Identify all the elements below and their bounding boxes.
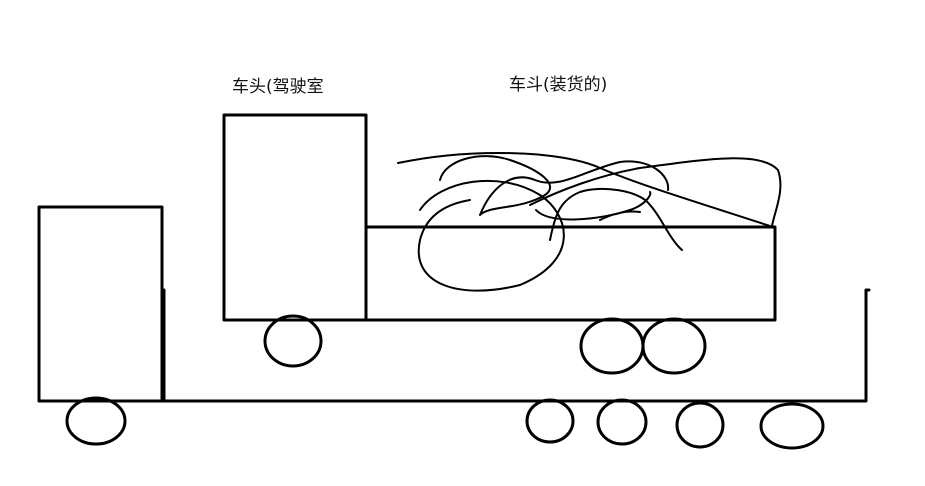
cargo-wheel-2 bbox=[643, 319, 705, 373]
truck-cab-box bbox=[224, 115, 366, 320]
trailer-wheel-4 bbox=[761, 404, 823, 448]
cab-wheel bbox=[265, 316, 321, 366]
tractor-wheel bbox=[67, 398, 125, 444]
flatbed-trailer bbox=[162, 290, 869, 401]
cargo-wheel-1 bbox=[581, 319, 643, 373]
trailer-wheel-3 bbox=[677, 403, 723, 447]
cargo-bed-label: 车斗(装货的) bbox=[509, 70, 607, 95]
cargo-scribble bbox=[398, 153, 780, 291]
trailer-wheel-2 bbox=[598, 400, 646, 444]
tractor-cab-box bbox=[39, 207, 162, 401]
cab-label: 车头(驾驶室 bbox=[232, 72, 324, 97]
trailer-wheel-1 bbox=[527, 400, 573, 442]
